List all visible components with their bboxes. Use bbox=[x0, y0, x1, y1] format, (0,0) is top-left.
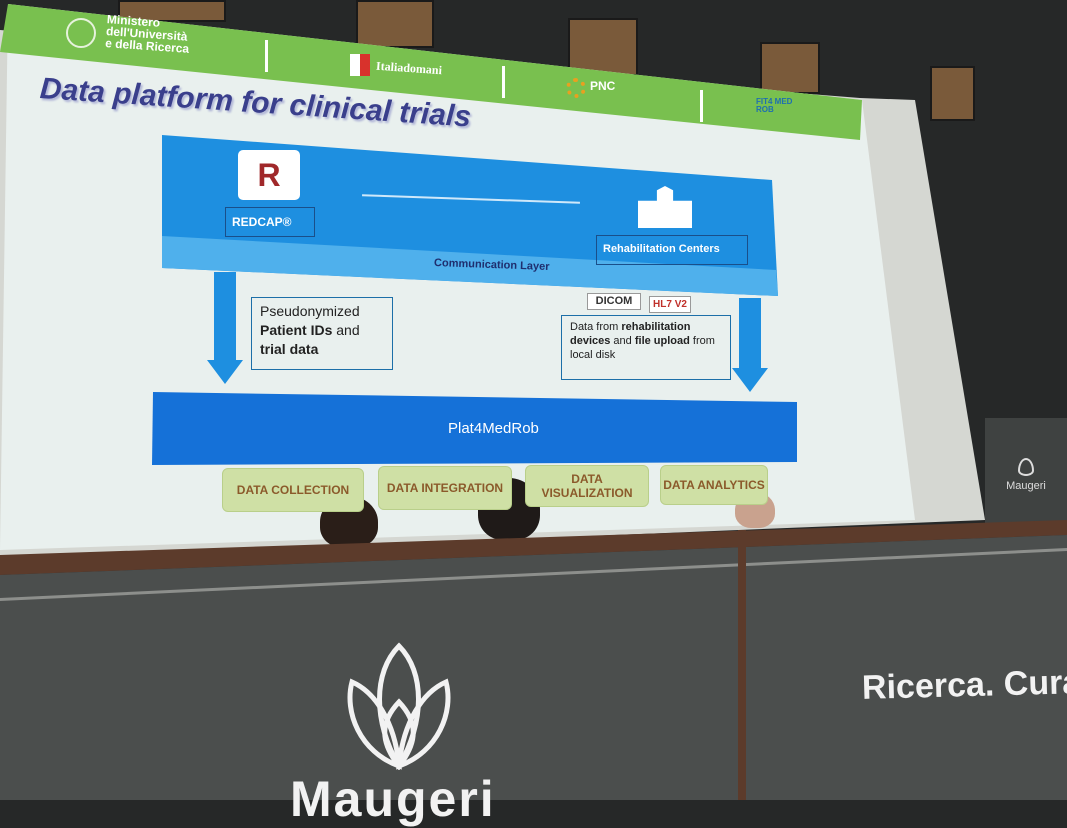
box-bold: devices bbox=[570, 335, 611, 347]
arrow-down-icon bbox=[739, 298, 761, 370]
dicom-logo: DICOM bbox=[587, 293, 641, 310]
side-sign-text: Maugeri bbox=[1006, 480, 1046, 492]
pnc-logo: PNC bbox=[590, 79, 616, 93]
redcap-label: REDCAP® bbox=[225, 207, 315, 237]
box-text: and bbox=[332, 322, 360, 338]
platform-bar bbox=[152, 392, 797, 465]
wall-window bbox=[568, 18, 638, 76]
pnc-gear-icon bbox=[566, 78, 586, 98]
box-bold: rehabilitation bbox=[621, 321, 691, 333]
wall-window bbox=[118, 0, 226, 22]
box-text: local disk bbox=[570, 349, 616, 361]
lotus-logo-icon bbox=[340, 642, 458, 771]
platform-name: Plat4MedRob bbox=[448, 420, 539, 437]
redcap-logo-icon: R bbox=[238, 150, 300, 200]
box-text: Data from bbox=[570, 321, 622, 333]
divider bbox=[700, 90, 703, 122]
desk-brand: Maugeri bbox=[290, 771, 496, 827]
divider bbox=[265, 40, 268, 72]
arrow-down-icon bbox=[214, 272, 236, 362]
wall-window bbox=[356, 0, 434, 48]
ministry-logo: Ministero dell'Università e della Ricerc… bbox=[105, 12, 191, 56]
module-data-collection: DATA COLLECTION bbox=[222, 468, 364, 512]
divider bbox=[502, 66, 505, 98]
arrow-head-icon bbox=[732, 368, 768, 392]
box-text: from bbox=[689, 335, 715, 347]
desk bbox=[0, 535, 1067, 800]
box-text: and bbox=[610, 335, 635, 347]
fit4medrob-logo: FIT4 MED ROB bbox=[756, 97, 793, 114]
arrow-head-icon bbox=[207, 360, 243, 384]
wall-window bbox=[930, 66, 975, 121]
module-data-analytics: DATA ANALYTICS bbox=[660, 465, 768, 505]
box-bold: Patient IDs bbox=[260, 322, 333, 338]
wall-window bbox=[760, 42, 820, 94]
pseudonymized-box: Pseudonymized Patient IDs and trial data bbox=[251, 297, 393, 370]
box-bold: file upload bbox=[634, 335, 690, 347]
side-sign: Maugeri bbox=[985, 418, 1067, 523]
ministry-emblem-icon bbox=[66, 18, 96, 48]
box-bold: trial data bbox=[260, 341, 319, 357]
box-line: Pseudonymized bbox=[260, 303, 360, 319]
italia-flag-icon bbox=[350, 54, 370, 76]
device-data-box: Data from rehabilitation devices and fil… bbox=[561, 315, 731, 380]
desk-tagline: Ricerca. Cura bbox=[861, 663, 1067, 707]
hl7-logo: HL7 V2 bbox=[649, 296, 691, 313]
module-data-integration: DATA INTEGRATION bbox=[378, 466, 512, 510]
lotus-logo-icon bbox=[1018, 458, 1034, 476]
module-data-visualization: DATA VISUALIZATION bbox=[525, 465, 649, 507]
desk-divider bbox=[738, 530, 746, 800]
rehabilitation-centers-label: Rehabilitation Centers bbox=[596, 235, 748, 265]
